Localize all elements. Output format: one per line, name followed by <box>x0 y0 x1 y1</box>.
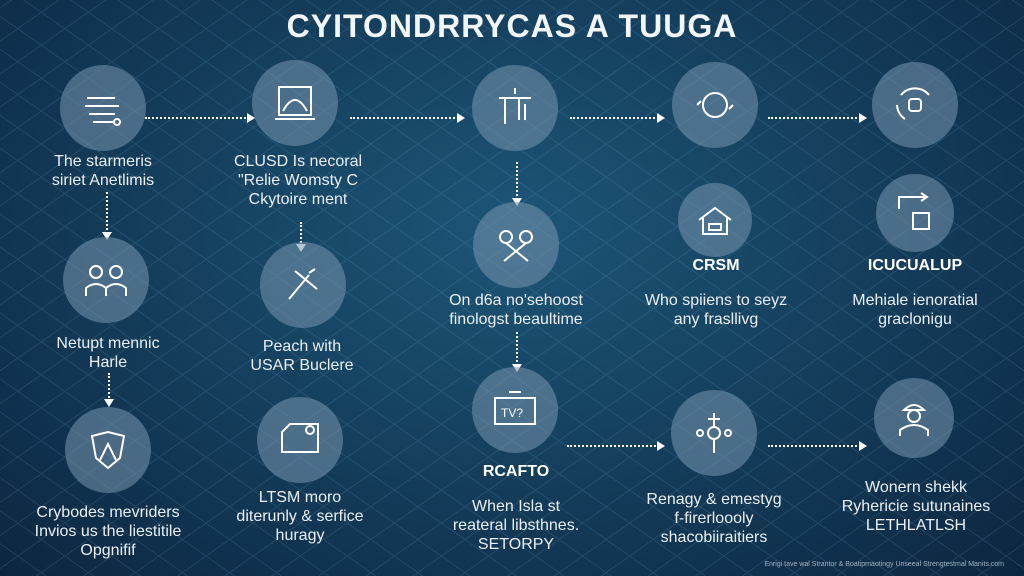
signal-icon <box>872 62 958 148</box>
svg-text:TV?: TV? <box>501 406 523 420</box>
board-icon <box>876 174 954 252</box>
worker-icon <box>874 378 954 458</box>
node-9-heading: CRSM <box>692 257 740 274</box>
node-13-heading: RCAFTO <box>482 463 550 480</box>
people-icon <box>63 237 149 323</box>
node-8-line-2: finologst beaultime <box>449 311 583 328</box>
node-12-line-3: huragy <box>275 527 325 544</box>
node-11-line-1: Crybodes mevriders <box>36 504 180 521</box>
node-14-line-3: shacobiiraitiers <box>660 529 768 546</box>
node-15-line-2: Ryhericie sutunaines <box>841 498 991 515</box>
arrow-2-3 <box>350 113 465 123</box>
node-13-line-1: When Isla st <box>471 498 561 515</box>
node-13-line-2: reateral libsthnes. <box>452 517 580 534</box>
scissors-icon <box>473 202 559 288</box>
tools-icon <box>472 65 558 151</box>
node-9-line-1: Who spiiens to seyz <box>644 292 788 309</box>
node-2-line-3: Ckytoire ment <box>248 191 348 208</box>
arrow-4-5 <box>768 113 867 123</box>
node-9-line-2: any frasllivg <box>673 311 759 328</box>
node-1-line-2: siriet Anetlimis <box>51 172 155 189</box>
arrow-3-4 <box>570 113 665 123</box>
node-2-line-1: CLUSD Is necoral <box>233 153 363 170</box>
node-11-line-2: Invios us the liestitile <box>34 523 182 540</box>
node-11-line-3: Opgnifif <box>80 542 136 559</box>
node-13-line-3: SETORPY <box>477 536 555 553</box>
arrow-1-6 <box>102 192 112 240</box>
arrow-3-8 <box>512 162 522 206</box>
node-10-line-2: graclonigu <box>878 311 952 328</box>
arrow-6-11 <box>104 373 114 407</box>
arrow-8-13 <box>512 332 522 372</box>
node-2-line-2: "Relie Womsty C <box>237 172 359 189</box>
cycle-icon <box>672 62 758 148</box>
machine-icon <box>257 397 343 483</box>
footer-credit: Enrigi tave wal Strantor & Boatipmaoting… <box>764 561 1004 568</box>
wrench-icon <box>260 242 346 328</box>
node-10-heading: ICUCUALUP <box>867 257 963 274</box>
node-1-line-1: The starmeris <box>54 153 152 170</box>
shield-icon <box>65 407 151 493</box>
node-8-line-1: On d6a no'sehoost <box>449 292 583 309</box>
node-6-line-1: Netupt mennic <box>56 335 160 352</box>
house-icon <box>678 183 752 257</box>
node-12-line-2: diterunly & serfice <box>236 508 364 525</box>
wind-icon <box>60 65 146 151</box>
node-14-line-2: f-firerloooly <box>674 510 754 527</box>
page-title: CYITONDRRYCAS A TUUGA <box>286 8 738 44</box>
tv-icon: TV? <box>472 367 558 453</box>
arrow-13-14 <box>567 441 665 451</box>
node-15-line-1: Wonern shekk <box>865 479 967 496</box>
node-7-line-2: USAR Buclere <box>250 357 354 374</box>
node-12-line-1: LTSM moro <box>258 489 342 506</box>
arrow-14-15 <box>768 441 867 451</box>
network-icon <box>671 390 757 476</box>
node-6-line-2: Harle <box>88 354 128 371</box>
node-14-line-1: Renagy & emestyg <box>646 491 782 508</box>
arrow-1-2 <box>145 113 255 123</box>
node-7-line-1: Peach with <box>262 338 342 355</box>
node-10-line-1: Mehiale ienoratial <box>852 292 978 309</box>
node-15-line-3: LETHLATLSH <box>865 517 967 534</box>
document-chart-icon <box>252 60 338 146</box>
